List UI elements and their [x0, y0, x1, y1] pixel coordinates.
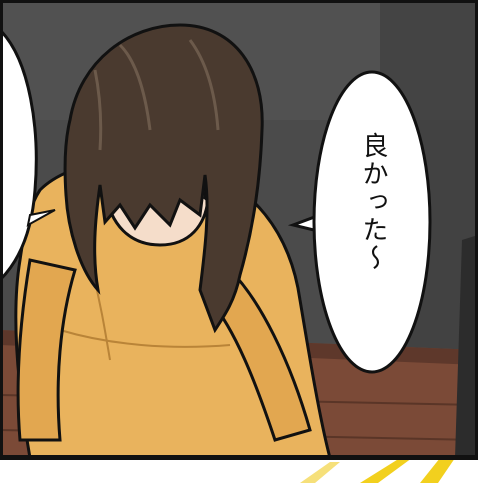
hair-highlight	[188, 39, 220, 131]
speech-bubble-tail-join	[320, 215, 333, 232]
hair-highlight	[93, 69, 103, 151]
hair	[63, 23, 264, 334]
speech-bubble-text: 良かった〜	[358, 132, 388, 272]
panel-border	[0, 0, 478, 458]
speech-bubble-left	[0, 27, 38, 283]
sweater-fold	[59, 329, 231, 348]
next-panel-illustration	[0, 458, 478, 483]
comic-panel: 良かった〜	[0, 0, 478, 458]
background-figure	[455, 235, 478, 458]
next-panel-preview	[0, 458, 478, 483]
hair-highlight	[118, 43, 152, 131]
speed-line	[420, 458, 455, 483]
speech-bubble-left-tail	[26, 209, 56, 227]
sweater-arm-left	[16, 258, 77, 442]
speed-line	[360, 458, 412, 483]
sweater-arm-right	[208, 267, 312, 442]
panel-illustration	[0, 0, 478, 458]
speech-bubble	[312, 70, 432, 374]
speed-line	[300, 462, 340, 483]
